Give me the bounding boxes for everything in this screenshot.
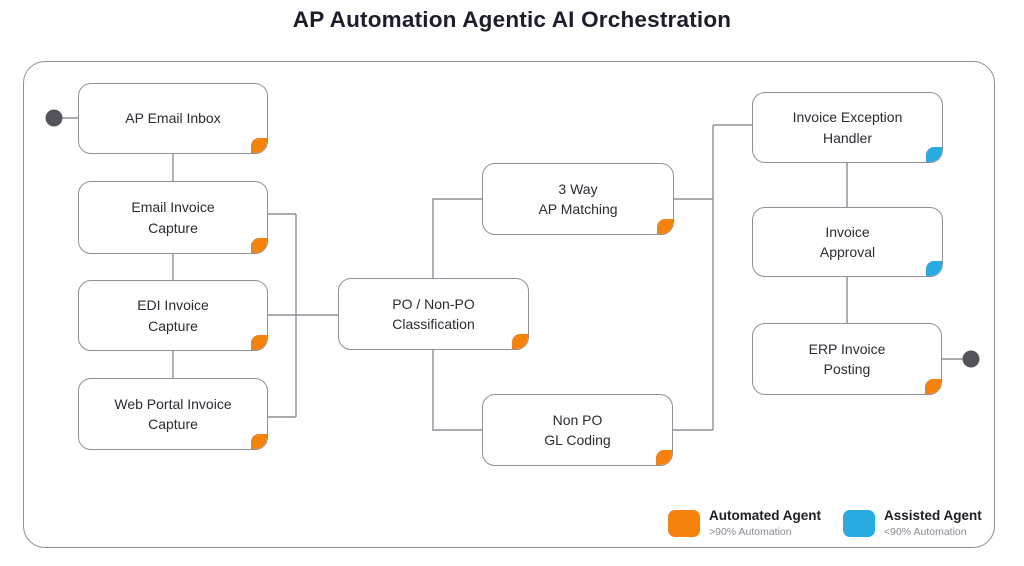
automated-agent-corner-icon	[925, 379, 941, 394]
automated-agent-corner-icon	[251, 138, 267, 153]
legend-sublabel: <90% Automation	[884, 525, 967, 538]
node-label: EDI Invoice Capture	[137, 297, 209, 334]
node-edi-invoice-capture[interactable]: EDI Invoice Capture	[78, 280, 268, 351]
node-label: Email Invoice Capture	[131, 199, 215, 236]
node-label: Invoice Approval	[819, 223, 876, 260]
legend-label: Assisted Agent	[884, 508, 982, 523]
legend-sublabel: >90% Automation	[709, 525, 792, 538]
legend-item-automated: Automated Agent >90% Automation	[668, 508, 821, 542]
node-non-po-gl-coding[interactable]: Non PO GL Coding	[482, 394, 673, 466]
node-web-portal-invoice-capture[interactable]: Web Portal Invoice Capture	[78, 378, 268, 450]
node-invoice-exception-handler[interactable]: Invoice Exception Handler	[752, 92, 943, 163]
node-label: ERP Invoice Posting	[808, 340, 886, 377]
node-label: 3 Way AP Matching	[538, 180, 618, 217]
legend-label: Automated Agent	[709, 508, 821, 523]
automated-agent-corner-icon	[251, 434, 267, 449]
assisted-agent-corner-icon	[926, 147, 942, 162]
node-three-way-ap-matching[interactable]: 3 Way AP Matching	[482, 163, 674, 235]
node-email-invoice-capture[interactable]: Email Invoice Capture	[78, 181, 268, 254]
node-erp-invoice-posting[interactable]: ERP Invoice Posting	[752, 323, 942, 395]
node-po-non-po-classification[interactable]: PO / Non-PO Classification	[338, 278, 529, 350]
node-label: AP Email Inbox	[125, 110, 221, 127]
automated-agent-corner-icon	[251, 335, 267, 350]
automated-agent-corner-icon	[251, 238, 267, 253]
diagram-title: AP Automation Agentic AI Orchestration	[292, 7, 732, 32]
automated-agent-corner-icon	[657, 219, 673, 234]
node-ap-email-inbox[interactable]: AP Email Inbox	[78, 83, 268, 154]
node-label: Invoice Exception Handler	[792, 109, 903, 146]
legend-item-assisted: Assisted Agent <90% Automation	[843, 508, 982, 542]
assisted-agent-swatch-icon	[843, 510, 875, 537]
node-label: PO / Non-PO Classification	[392, 295, 475, 332]
node-label: Web Portal Invoice Capture	[114, 395, 232, 432]
assisted-agent-corner-icon	[926, 261, 942, 276]
automated-agent-corner-icon	[656, 450, 672, 465]
node-label: Non PO GL Coding	[544, 411, 611, 448]
automated-agent-corner-icon	[512, 334, 528, 349]
node-invoice-approval[interactable]: Invoice Approval	[752, 207, 943, 277]
automated-agent-swatch-icon	[668, 510, 700, 537]
